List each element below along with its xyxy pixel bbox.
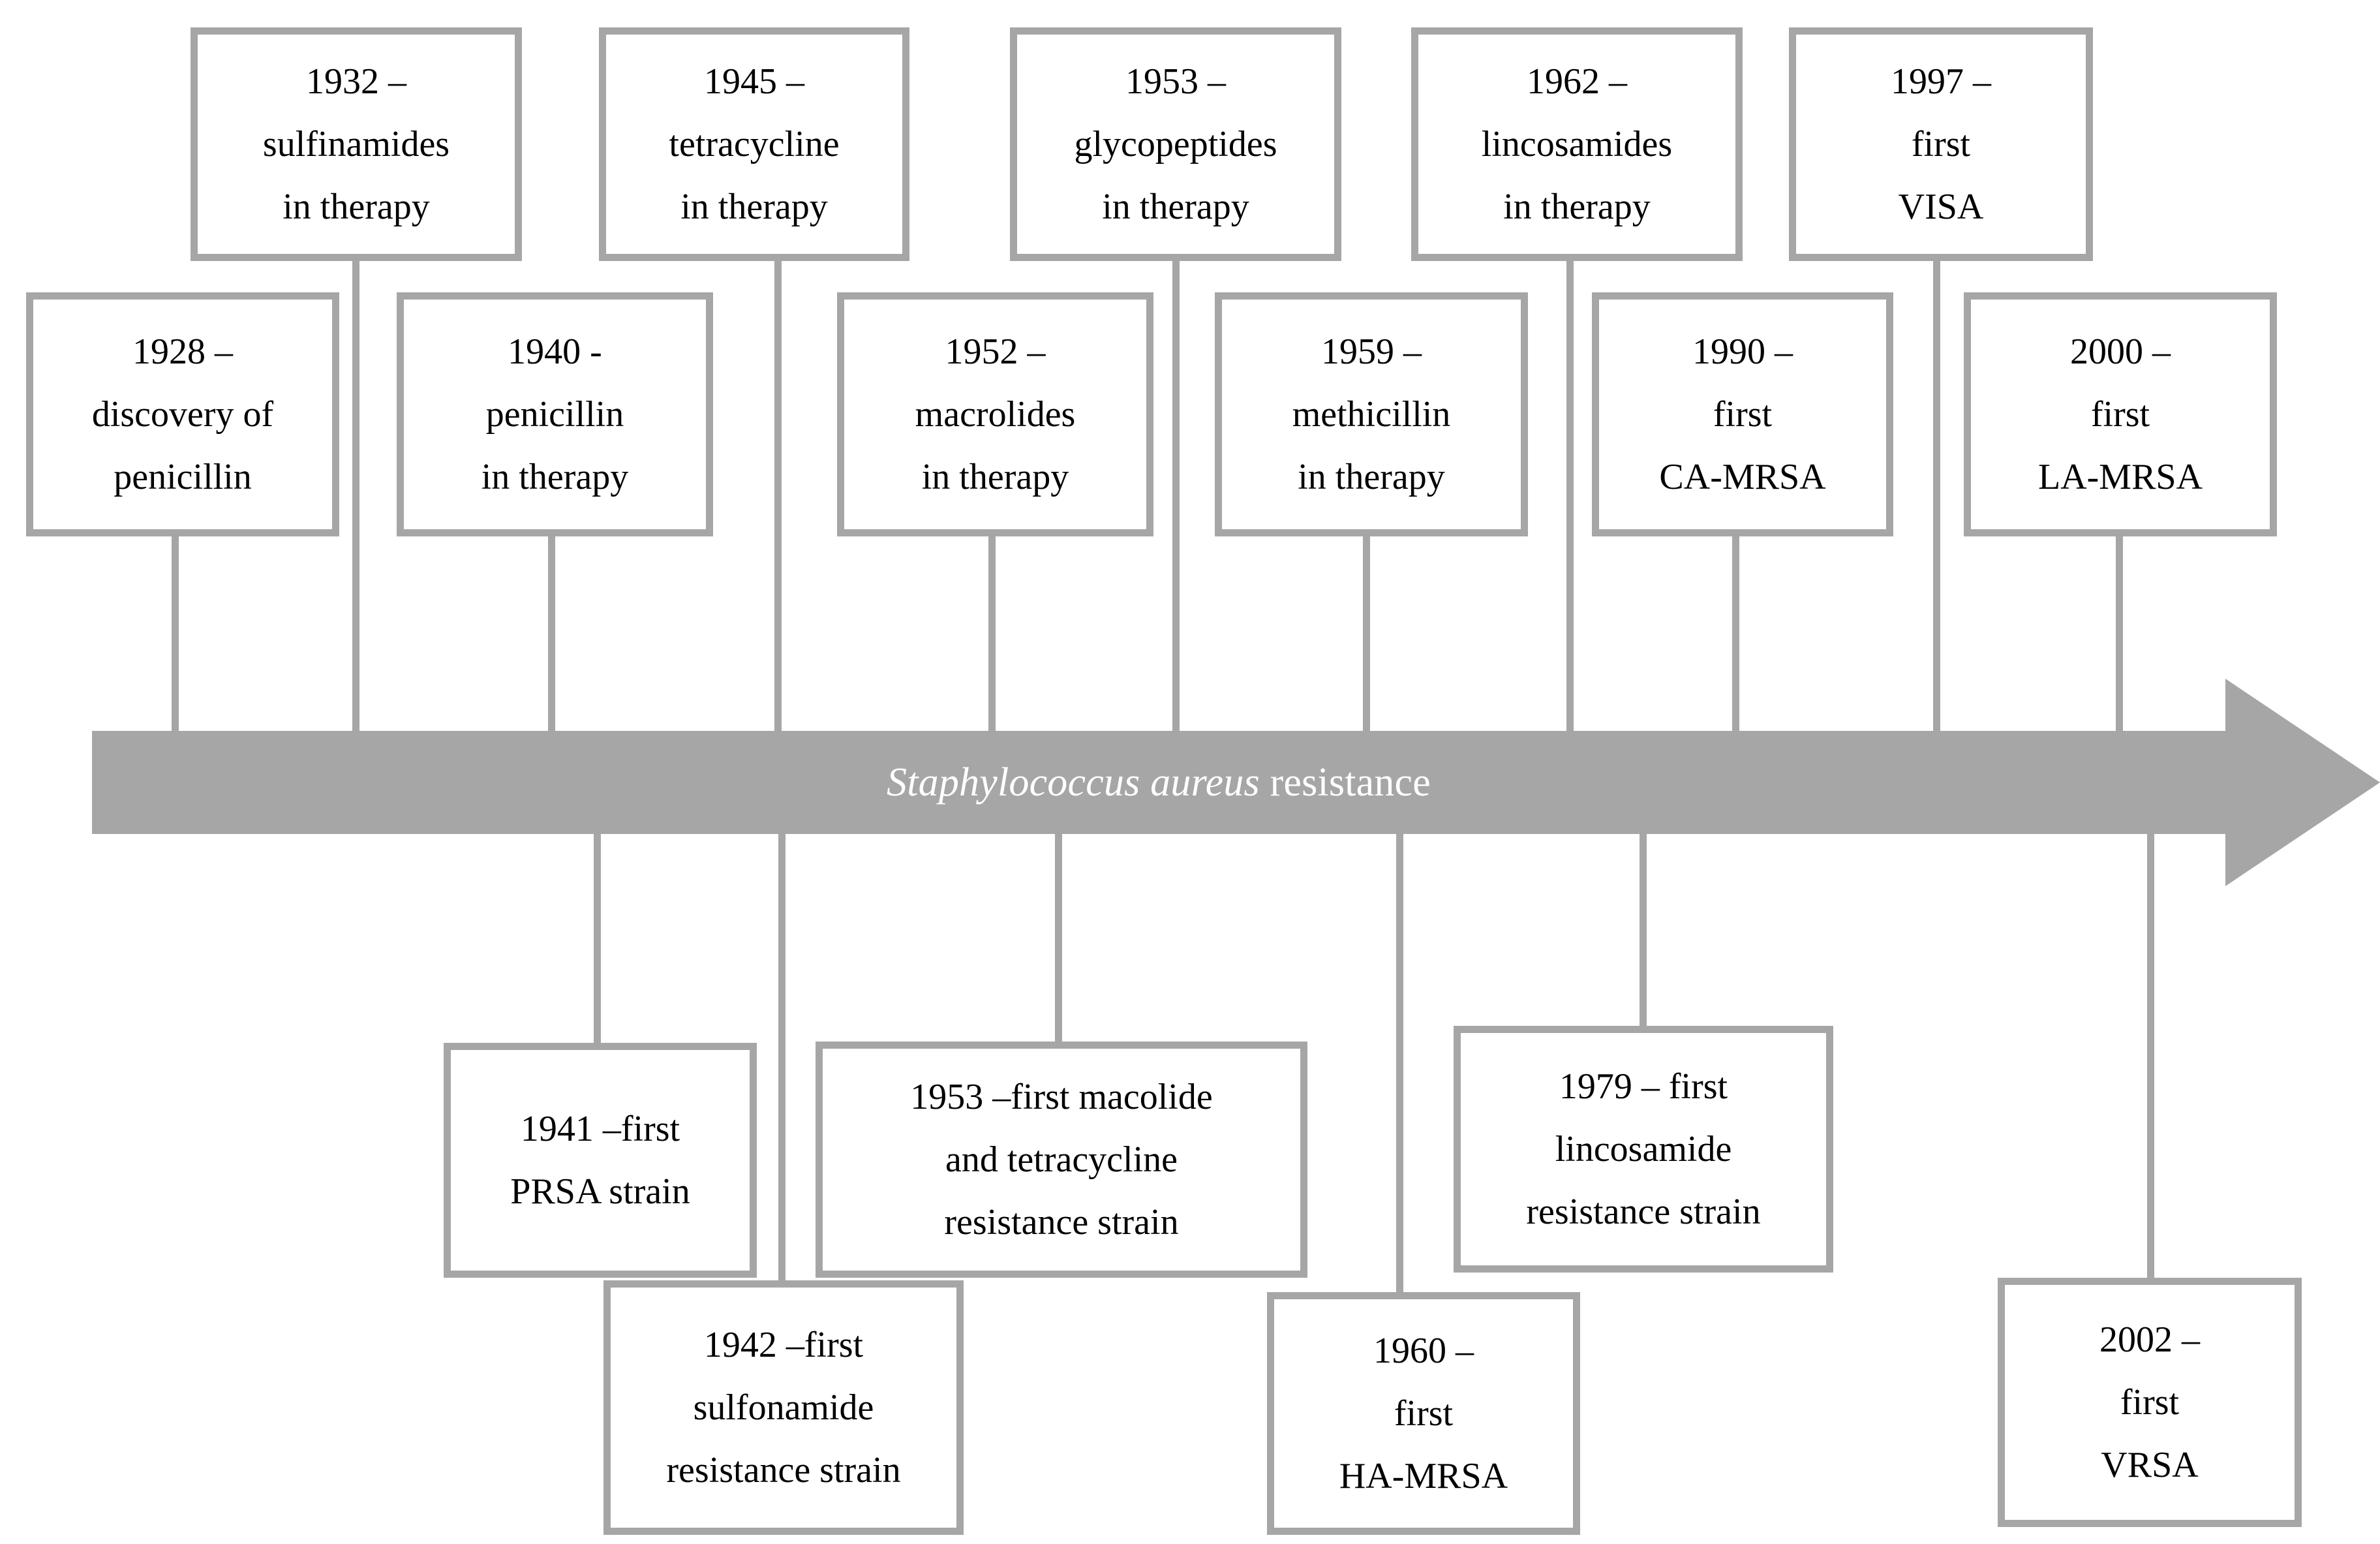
event-box-1953-glycopeptides-in-therapy: 1953 – glycopeptides in therapy xyxy=(1010,27,1341,261)
event-line: 2000 – xyxy=(2070,331,2171,372)
event-line: lincosamides xyxy=(1481,123,1673,164)
event-line: first xyxy=(1713,394,1773,435)
event-line: 1953 – xyxy=(1125,61,1226,102)
connector-stem-1941-first-prsa-strain xyxy=(594,821,601,1043)
connector-stem-1997-first-visa xyxy=(1933,261,1940,744)
event-line: first xyxy=(1394,1393,1454,1434)
connector-stem-1962-lincosamides-in-therapy xyxy=(1566,261,1574,744)
connector-stem-1979-first-lincosamide-resistance-strain xyxy=(1640,821,1647,1026)
connector-stem-1942-first-sulfonamide-resistance-strain xyxy=(778,821,786,1280)
event-line: in therapy xyxy=(481,457,629,498)
event-line: discovery of xyxy=(91,394,274,435)
event-line: in therapy xyxy=(282,187,430,228)
event-line: CA-MRSA xyxy=(1659,457,1826,498)
event-line: sulfonamide xyxy=(693,1387,874,1428)
event-line: 1940 - xyxy=(508,331,602,372)
event-line: 1941 –first xyxy=(520,1108,680,1149)
timeline-arrow-bar: Staphylococcus aureus resistance xyxy=(92,731,2225,834)
event-line: methicillin xyxy=(1292,394,1451,435)
event-line: sulfinamides xyxy=(262,123,450,164)
event-box-1928-discovery-of-penicillin: 1928 – discovery of penicillin xyxy=(26,292,339,536)
event-line: first xyxy=(1911,123,1971,164)
event-line: 1997 – xyxy=(1891,61,1991,102)
event-line: 2002 – xyxy=(2099,1319,2200,1360)
event-line: first xyxy=(2120,1382,2180,1423)
connector-stem-1990-first-ca-mrsa xyxy=(1732,536,1739,744)
event-line: 1945 – xyxy=(704,61,804,102)
event-line: resistance strain xyxy=(666,1450,901,1491)
event-line: in therapy xyxy=(921,457,1069,498)
event-line: LA-MRSA xyxy=(2037,457,2203,498)
event-line: and tetracycline xyxy=(945,1139,1178,1180)
event-box-1945-tetracycline-in-therapy: 1945 – tetracycline in therapy xyxy=(599,27,909,261)
connector-stem-1940-penicillin-in-therapy xyxy=(548,536,555,744)
event-line: 1990 – xyxy=(1692,331,1793,372)
event-line: tetracycline xyxy=(669,123,840,164)
connector-stem-1953-first-macolide-and-tetracycline-resistance-strain xyxy=(1055,821,1062,1042)
event-line: 1959 – xyxy=(1321,331,1422,372)
event-line: 1979 – first xyxy=(1559,1066,1728,1107)
event-box-1932-sulfinamides-in-therapy: 1932 – sulfinamides in therapy xyxy=(191,27,522,261)
timeline-label-rest: resistance xyxy=(1259,760,1431,805)
event-box-1962-lincosamides-in-therapy: 1962 – lincosamides in therapy xyxy=(1411,27,1743,261)
connector-stem-1945-tetracycline-in-therapy xyxy=(774,261,782,744)
connector-stem-2002-first-vrsa xyxy=(2147,821,2154,1278)
connector-stem-1959-methicillin-in-therapy xyxy=(1363,536,1370,744)
event-line: HA-MRSA xyxy=(1339,1456,1508,1497)
event-line: resistance strain xyxy=(944,1202,1179,1243)
event-line: penicillin xyxy=(485,394,624,435)
event-line: 1960 – xyxy=(1373,1330,1474,1371)
event-box-1953-first-macolide-and-tetracycline-resistance-strain: 1953 –first macolide and tetracycline resi… xyxy=(816,1042,1307,1278)
connector-stem-1932-sulfinamides-in-therapy xyxy=(352,261,359,744)
event-line: first xyxy=(2090,394,2150,435)
event-box-1940-penicillin-in-therapy: 1940 - penicillin in therapy xyxy=(397,292,713,536)
event-line: 1962 – xyxy=(1527,61,1627,102)
event-line: lincosamide xyxy=(1555,1128,1732,1169)
event-line: 1942 –first xyxy=(703,1324,864,1365)
event-line: PRSA strain xyxy=(510,1171,690,1212)
event-box-1979-first-lincosamide-resistance-strain: 1979 – first lincosamide resistance strain xyxy=(1454,1026,1833,1273)
connector-stem-1952-macrolides-in-therapy xyxy=(988,536,996,744)
event-line: in therapy xyxy=(680,187,828,228)
event-line: glycopeptides xyxy=(1074,123,1277,164)
timeline-label: Staphylococcus aureus resistance xyxy=(887,760,1431,806)
event-line: 1932 – xyxy=(306,61,406,102)
event-line: in therapy xyxy=(1503,187,1651,228)
connector-stem-1928-discovery-of-penicillin xyxy=(172,536,179,744)
event-box-1959-methicillin-in-therapy: 1959 – methicillin in therapy xyxy=(1215,292,1528,536)
event-line: resistance strain xyxy=(1526,1192,1761,1233)
event-line: penicillin xyxy=(114,457,252,498)
connector-stem-1953-glycopeptides-in-therapy xyxy=(1172,261,1180,744)
timeline-label-species: Staphylococcus aureus xyxy=(887,760,1260,805)
event-line: 1953 –first macolide xyxy=(910,1076,1213,1117)
event-line: 1928 – xyxy=(132,331,233,372)
event-line: macrolides xyxy=(915,394,1076,435)
event-line: VRSA xyxy=(2101,1445,2199,1486)
connector-stem-1960-first-ha-mrsa xyxy=(1396,821,1403,1292)
event-box-1952-macrolides-in-therapy: 1952 – macrolides in therapy xyxy=(837,292,1153,536)
event-line: in therapy xyxy=(1298,457,1445,498)
event-line: in therapy xyxy=(1102,187,1249,228)
timeline-arrow-head xyxy=(2225,679,2380,886)
event-line: 1952 – xyxy=(945,331,1046,372)
connector-stem-2000-first-la-mrsa xyxy=(2116,536,2123,744)
event-line: VISA xyxy=(1898,187,1984,228)
event-box-1942-first-sulfonamide-resistance-strain: 1942 –first sulfonamide resistance strain xyxy=(603,1280,964,1535)
